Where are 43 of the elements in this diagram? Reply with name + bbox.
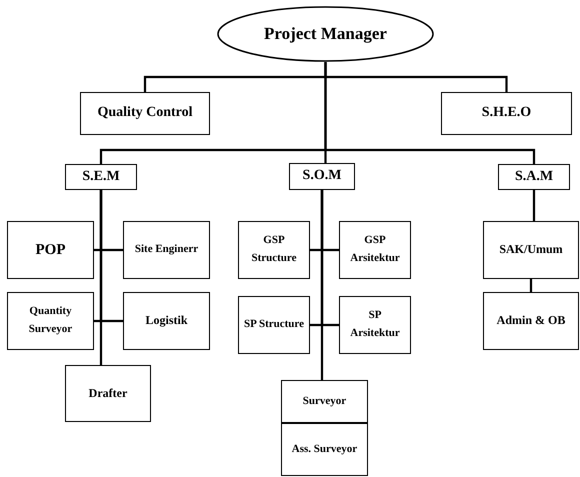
role-box bbox=[65, 365, 151, 422]
role-box bbox=[441, 92, 572, 135]
role-label: Logistik bbox=[144, 312, 188, 330]
role-label: Quantity Surveyor bbox=[28, 304, 74, 337]
connector-line bbox=[530, 279, 532, 292]
role-label: GSP Structure bbox=[250, 233, 298, 266]
role-label: S.H.E.O bbox=[480, 104, 532, 122]
role-box bbox=[289, 163, 355, 190]
role-label: Admin & OB bbox=[496, 312, 566, 330]
connector-line bbox=[320, 190, 324, 380]
role-label: Drafter bbox=[88, 384, 128, 402]
connector-line bbox=[324, 62, 536, 164]
role-label: GSP Arsitektur bbox=[349, 233, 401, 266]
role-box bbox=[7, 292, 94, 350]
role-label: Project Manager bbox=[263, 23, 388, 46]
role-box bbox=[483, 221, 579, 279]
role-label: SP Structure bbox=[243, 317, 305, 332]
connector-line bbox=[532, 190, 536, 221]
role-label: S.E.M bbox=[81, 168, 121, 186]
role-box bbox=[483, 292, 579, 350]
role-label: S.O.M bbox=[302, 167, 342, 186]
role-box bbox=[65, 164, 137, 190]
role-label: SAK/Umum bbox=[498, 241, 564, 258]
role-box bbox=[281, 380, 368, 423]
role-label: S.A.M bbox=[514, 168, 554, 186]
role-label: Surveyor bbox=[302, 394, 348, 409]
role-box bbox=[80, 92, 210, 135]
role-label: POP bbox=[34, 241, 66, 260]
role-box bbox=[238, 221, 310, 279]
role-box bbox=[339, 296, 411, 354]
role-box bbox=[7, 221, 94, 279]
role-label: Quality Control bbox=[96, 104, 194, 122]
role-label: SP Arsitektur bbox=[349, 308, 401, 341]
role-label: Site Enginerr bbox=[134, 242, 200, 258]
role-box bbox=[123, 292, 210, 350]
role-box bbox=[339, 221, 411, 279]
role-ellipse bbox=[217, 6, 434, 62]
role-label: Ass. Surveyor bbox=[290, 442, 358, 457]
role-box bbox=[281, 423, 368, 476]
role-box bbox=[498, 164, 570, 190]
role-box bbox=[238, 296, 310, 354]
connector-line bbox=[100, 190, 102, 365]
role-box bbox=[123, 221, 210, 279]
